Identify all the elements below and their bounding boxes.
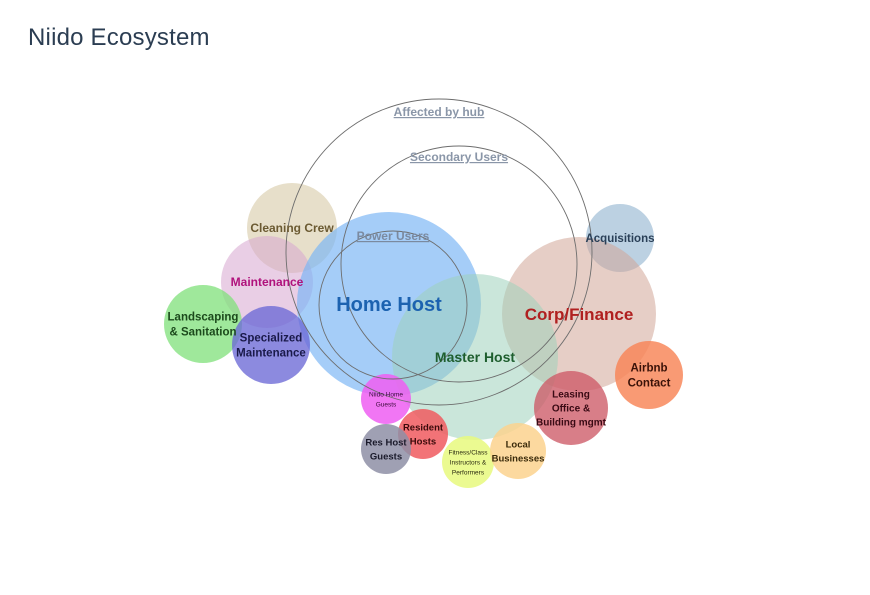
ring-power <box>318 230 468 380</box>
specialized-maintenance-circle[interactable] <box>232 306 310 384</box>
leasing-office-label: Building mgmt <box>536 418 607 429</box>
corp-finance-label: Corp/Finance <box>525 305 634 324</box>
niido-home-guests-label: Guests <box>376 401 397 408</box>
resident-hosts-label: Hosts <box>410 436 436 447</box>
res-host-guests-label: Res Host <box>365 437 407 448</box>
leasing-office-label: Office & <box>552 404 590 415</box>
bubble-res-host-guests[interactable] <box>361 424 411 474</box>
fitness-instructors-label: Performers <box>452 469 485 476</box>
landscaping-label: & Sanitation <box>169 327 236 339</box>
niido-home-guests-label: Niido Home <box>369 391 403 398</box>
res-host-guests-label: Guests <box>370 451 402 462</box>
fitness-instructors-label: Instructors & <box>450 459 487 466</box>
leasing-office-label: Leasing <box>552 390 590 401</box>
res-host-guests-circle[interactable] <box>361 424 411 474</box>
ring-label-affected: Affected by hub <box>394 105 485 119</box>
landscaping-circle[interactable] <box>164 285 242 363</box>
home-host-label: Home Host <box>336 294 442 316</box>
page-title: Niido Ecosystem <box>28 24 210 51</box>
ring-label-secondary: Secondary Users <box>410 150 508 164</box>
specialized-maintenance-label: Specialized <box>240 333 303 345</box>
ring-label-power: Power Users <box>357 229 430 243</box>
airbnb-contact-label: Airbnb <box>630 363 667 375</box>
master-host-circle[interactable] <box>392 274 558 440</box>
fitness-instructors-circle[interactable] <box>442 436 494 488</box>
fitness-instructors-label: Fitness/Class <box>448 449 488 456</box>
local-businesses-label: Businesses <box>492 453 545 464</box>
maintenance-circle[interactable] <box>221 236 313 328</box>
cleaning-crew-label: Cleaning Crew <box>250 221 334 235</box>
local-businesses-circle[interactable] <box>490 423 546 479</box>
resident-hosts-label: Resident <box>403 422 444 433</box>
acquisitions-label: Acquisitions <box>585 233 654 245</box>
leasing-office-circle[interactable] <box>534 371 608 445</box>
bubble-leasing-office[interactable] <box>534 371 608 445</box>
landscaping-label: Landscaping <box>168 312 239 324</box>
maintenance-label: Maintenance <box>231 275 304 289</box>
bubble-maintenance[interactable] <box>221 236 313 328</box>
bubble-airbnb-contact[interactable] <box>615 341 683 409</box>
airbnb-contact-label: Contact <box>628 378 671 390</box>
ring-secondary <box>340 145 578 383</box>
bubble-landscaping[interactable] <box>164 285 242 363</box>
master-host-label: Master Host <box>435 349 515 365</box>
specialized-maintenance-label: Maintenance <box>236 348 306 360</box>
niido-home-guests-circle[interactable] <box>361 374 411 424</box>
bubble-master-host[interactable] <box>392 274 558 440</box>
bubble-fitness-instructors[interactable] <box>442 436 494 488</box>
airbnb-contact-circle[interactable] <box>615 341 683 409</box>
local-businesses-label: Local <box>506 439 531 450</box>
bubble-specialized-maintenance[interactable] <box>232 306 310 384</box>
bubble-local-businesses[interactable] <box>490 423 546 479</box>
ring-affected <box>285 98 593 406</box>
bubble-niido-home-guests[interactable] <box>361 374 411 424</box>
